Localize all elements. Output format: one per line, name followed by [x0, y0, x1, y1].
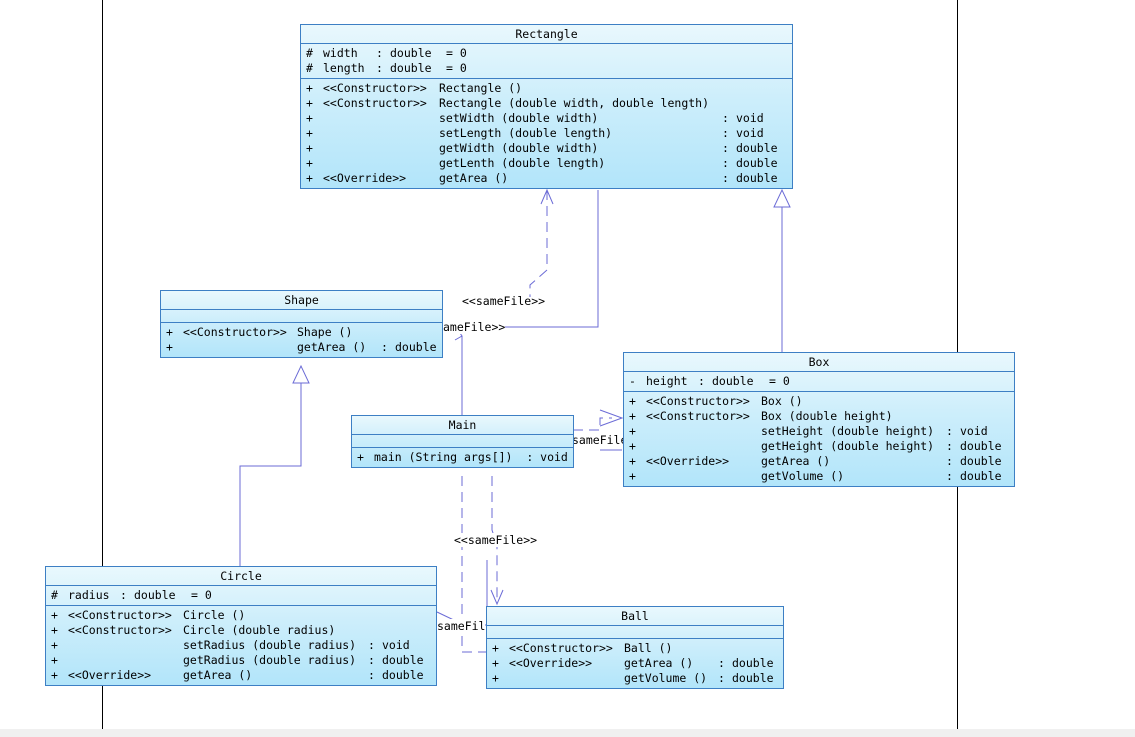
operation-row[interactable]: +<<Constructor>>Rectangle (double width,…: [306, 96, 710, 110]
operation-row[interactable]: +<<Constructor>>Box (): [629, 394, 803, 408]
attribute-row[interactable]: #radius:double= 0: [51, 588, 212, 602]
operations-compartment: +main (String args[]) : void: [352, 448, 573, 467]
class-main[interactable]: Main +main (String args[]) : void: [351, 415, 574, 468]
operation-row[interactable]: +<<Constructor>>Circle (double radius): [51, 623, 336, 637]
operations-compartment: +<<Constructor>>Circle () +<<Constructor…: [46, 606, 436, 685]
class-shape[interactable]: Shape +<<Constructor>>Shape () +getArea …: [160, 290, 443, 358]
class-name: Shape: [161, 291, 442, 310]
operation-row[interactable]: +<<Override>>getArea ():double: [492, 656, 774, 670]
operation-row[interactable]: +getRadius (double radius):double: [51, 653, 424, 667]
operation-row[interactable]: +getHeight (double height):double: [629, 439, 1002, 453]
class-name: Rectangle: [301, 25, 792, 44]
operation-row[interactable]: +<<Constructor>>Shape (): [166, 325, 353, 339]
attributes-compartment: #width:double= 0 #length:double= 0: [301, 44, 792, 79]
operation-row[interactable]: +main (String args[]) : void: [357, 450, 568, 464]
attribute-row[interactable]: #length:double= 0: [306, 61, 467, 75]
label-main-box: sameFile: [572, 433, 628, 447]
label-main-rectangle: <<sameFile>>: [462, 294, 546, 308]
operation-row[interactable]: +<<Override>>getArea ():double: [51, 668, 424, 682]
operation-row[interactable]: +<<Constructor>>Box (double height): [629, 409, 893, 423]
label-main-ball: <<sameFile>>: [454, 533, 538, 547]
operation-row[interactable]: +getVolume ():double: [629, 469, 1002, 483]
operation-row[interactable]: +<<Override>>getArea ():double: [629, 454, 1002, 468]
class-ball[interactable]: Ball +<<Constructor>>Ball () +<<Override…: [486, 606, 784, 689]
attribute-row[interactable]: #width:double= 0: [306, 46, 467, 60]
label-main-circle: sameFil: [437, 619, 486, 633]
main-depends-rectangle[interactable]: [529, 188, 554, 297]
operations-compartment: +<<Constructor>>Ball () +<<Override>>get…: [487, 639, 783, 688]
attributes-compartment: [352, 435, 573, 448]
operation-row[interactable]: +getWidth (double width):double: [306, 141, 778, 155]
attributes-compartment: [487, 626, 783, 639]
bottom-scroll-strip: [0, 729, 1135, 737]
operation-row[interactable]: +getArea ():double: [166, 340, 437, 354]
operation-row[interactable]: +getLenth (double length):double: [306, 156, 778, 170]
label-main-shape: ameFile>>: [443, 320, 506, 334]
operation-row[interactable]: +setWidth (double width):void: [306, 111, 764, 125]
attribute-row[interactable]: -height:double= 0: [629, 374, 790, 388]
box-inherits-rectangle[interactable]: [773, 188, 791, 352]
operation-row[interactable]: +<<Constructor>>Ball (): [492, 641, 673, 655]
operations-compartment: +<<Constructor>>Box () +<<Constructor>>B…: [624, 392, 1014, 486]
operation-row[interactable]: +setRadius (double radius):void: [51, 638, 410, 652]
page-boundary-left: [102, 0, 103, 729]
operation-row[interactable]: +setHeight (double height):void: [629, 424, 988, 438]
class-rectangle[interactable]: Rectangle #width:double= 0 #length:doubl…: [300, 24, 793, 189]
attributes-compartment: [161, 310, 442, 323]
operations-compartment: +<<Constructor>>Rectangle () +<<Construc…: [301, 79, 792, 188]
attributes-compartment: #radius:double= 0: [46, 586, 436, 606]
operation-row[interactable]: +<<Constructor>>Circle (): [51, 608, 246, 622]
operation-row[interactable]: +<<Override>>getArea ():double: [306, 171, 778, 185]
operation-row[interactable]: +getVolume ():double: [492, 671, 774, 685]
class-box[interactable]: Box -height:double= 0 +<<Constructor>>Bo…: [623, 352, 1015, 487]
class-name: Circle: [46, 567, 436, 586]
attributes-compartment: -height:double= 0: [624, 372, 1014, 392]
operation-row[interactable]: +setLength (double length):void: [306, 126, 764, 140]
class-name: Main: [352, 416, 573, 435]
class-circle[interactable]: Circle #radius:double= 0 +<<Constructor>…: [45, 566, 437, 686]
class-name: Box: [624, 353, 1014, 372]
circle-inherits-shape[interactable]: [239, 364, 310, 566]
main-depends-box[interactable]: [573, 409, 624, 451]
class-name: Ball: [487, 607, 783, 626]
operation-row[interactable]: +<<Constructor>>Rectangle (): [306, 81, 523, 95]
main-depends-ball[interactable]: [486, 476, 504, 606]
operations-compartment: +<<Constructor>>Shape () +getArea ():dou…: [161, 323, 442, 357]
